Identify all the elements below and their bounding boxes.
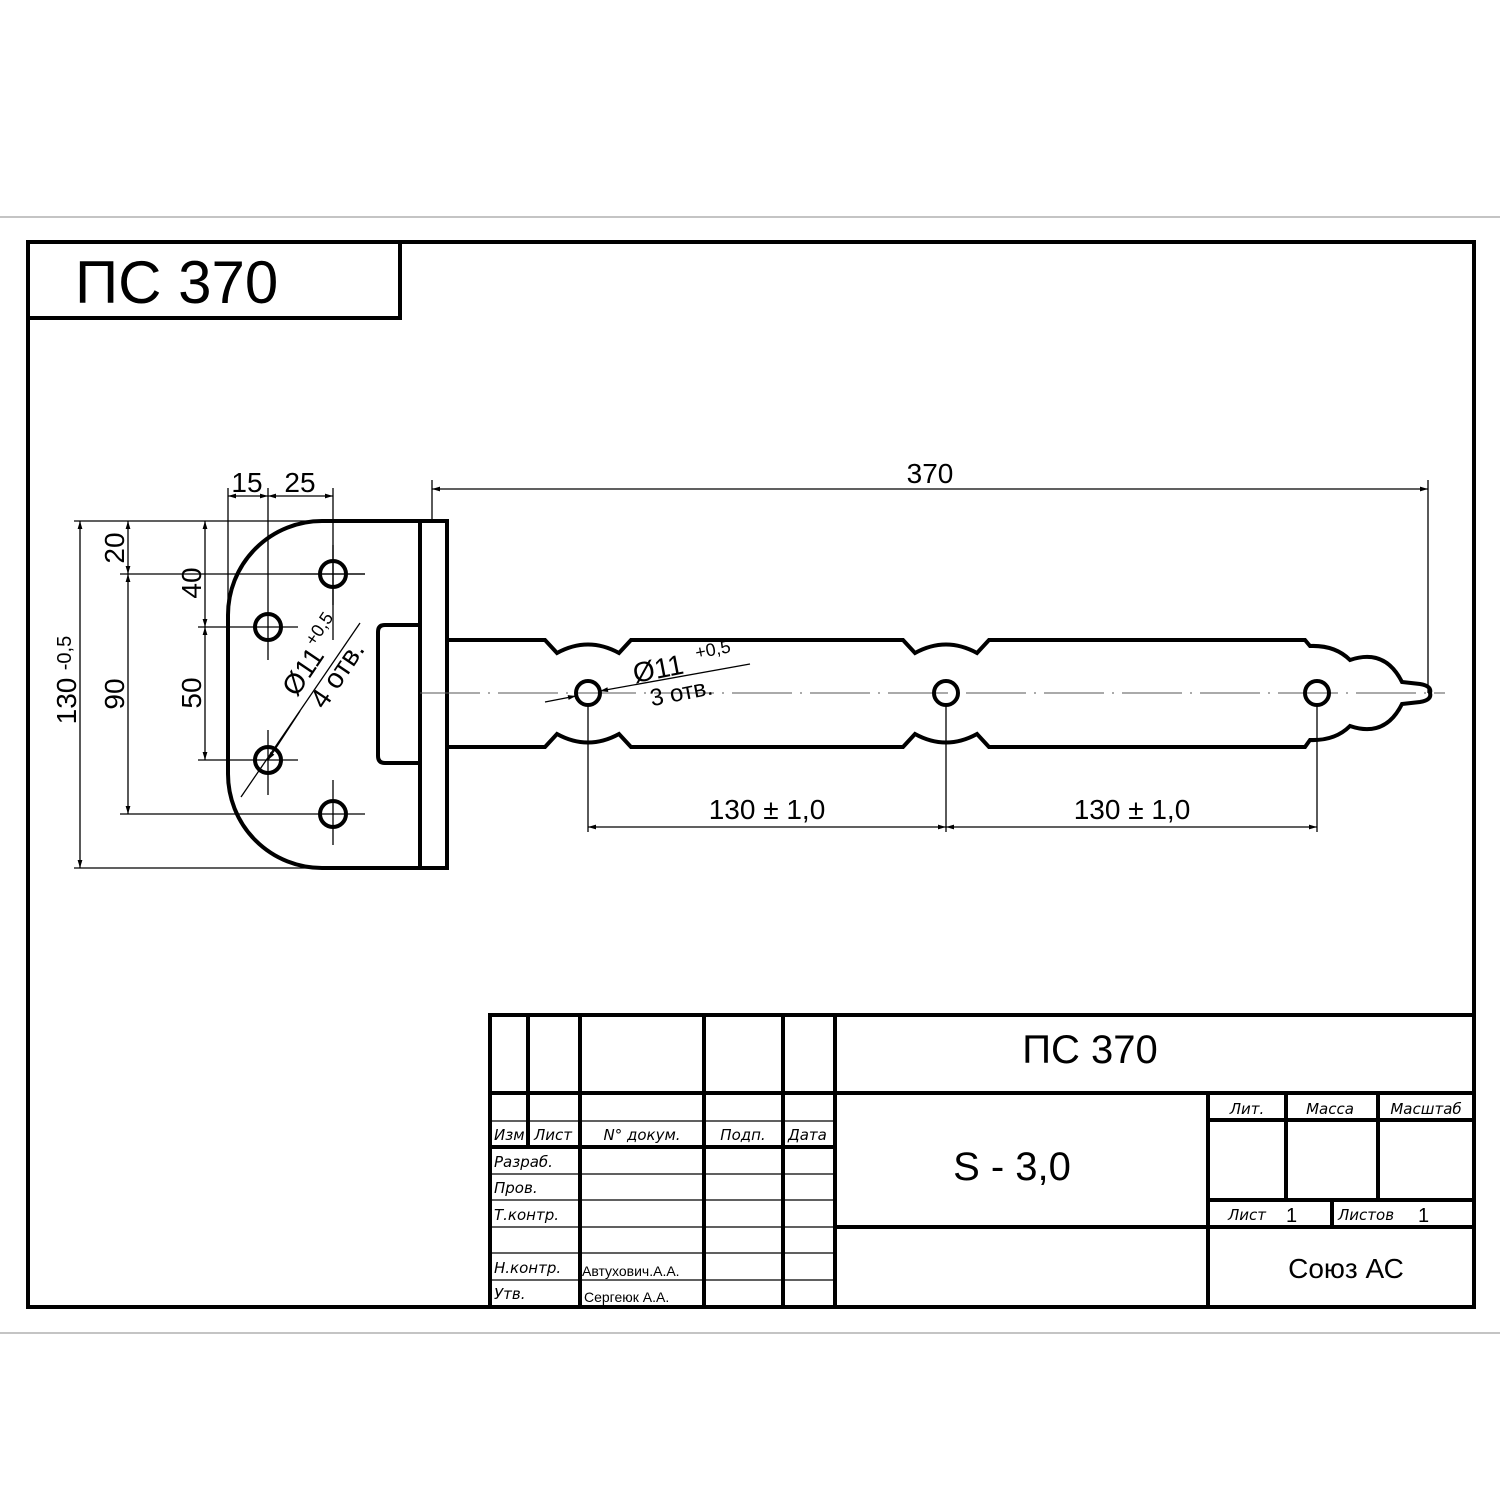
strap-holes [574, 679, 1331, 707]
material: S - 3,0 [953, 1145, 1071, 1189]
hinge-part [226, 519, 1445, 870]
header-doc: N° докум. [603, 1126, 680, 1144]
sheet-label: Лист [1227, 1206, 1267, 1224]
company: Союз АС [1288, 1253, 1404, 1284]
role-razrab: Разраб. [494, 1153, 553, 1171]
role-prov: Пров. [494, 1179, 538, 1197]
mass-label: Масса [1306, 1100, 1354, 1118]
name-nkontr: Автухович.А.А. [582, 1263, 680, 1279]
title-box: ПС 370 [28, 242, 402, 320]
hinge-tab [376, 623, 420, 765]
hole [574, 679, 602, 707]
header-date: Дата [787, 1126, 827, 1144]
dim-40: 40 [176, 567, 207, 598]
sheets-value: 1 [1418, 1205, 1429, 1227]
dim-25: 25 [284, 467, 315, 498]
sheets-label: Листов [1337, 1206, 1394, 1224]
hinge-plate [226, 519, 422, 870]
title-block: Изм Лист N° докум. Подп. Дата Разраб. Пр… [488, 1013, 1476, 1309]
dim-130-tolerance: -0,5 [54, 636, 76, 670]
dim-20: 20 [99, 532, 130, 563]
designation: ПС 370 [1022, 1028, 1158, 1072]
dim-370: 370 [907, 458, 954, 489]
hole [1303, 679, 1331, 707]
dim-130: 130 [51, 678, 82, 725]
name-utv: Сергеюк А.А. [584, 1289, 669, 1305]
role-tkontr: Т.контр. [494, 1206, 559, 1224]
drawing-title: ПС 370 [75, 249, 278, 316]
scale-label: Масштаб [1390, 1100, 1461, 1118]
dim-pitch-1: 130 ± 1,0 [709, 794, 826, 825]
dimensions: 370 15 25 130 -0,5 20 90 40 [51, 458, 1429, 869]
hole [932, 679, 960, 707]
role-utv: Утв. [494, 1285, 526, 1303]
header-izm: Изм [494, 1126, 525, 1144]
header-list: Лист [533, 1126, 573, 1144]
dim-pitch-2: 130 ± 1,0 [1074, 794, 1191, 825]
header-sign: Подп. [720, 1126, 765, 1144]
strap [447, 638, 1433, 749]
dim-50: 50 [176, 677, 207, 708]
hinge-knuckle [418, 519, 449, 870]
lit-label: Лит. [1229, 1100, 1265, 1118]
role-nkontr: Н.контр. [494, 1259, 561, 1277]
dim-15: 15 [231, 467, 262, 498]
dim-90: 90 [99, 678, 130, 709]
sheet-value: 1 [1286, 1205, 1297, 1227]
